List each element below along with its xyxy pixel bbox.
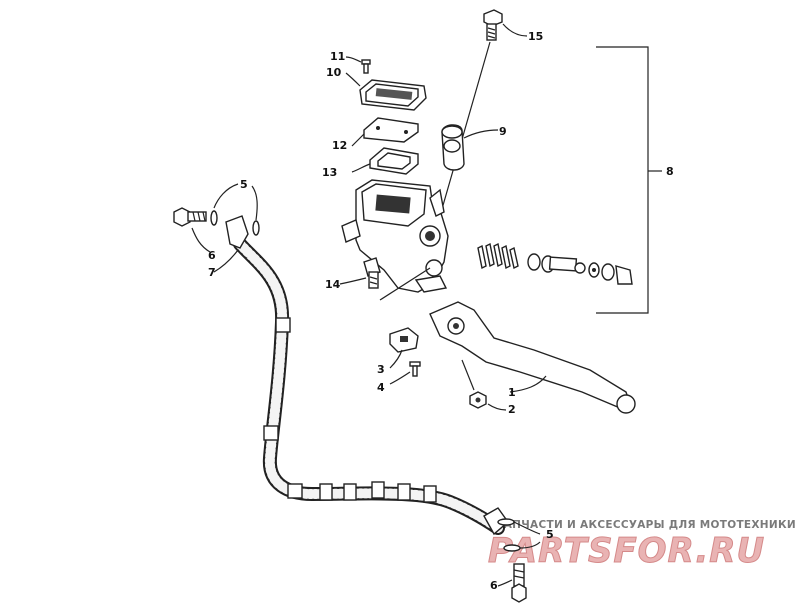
nut-part-2: [469, 391, 507, 411]
callout-6-upper: 6: [208, 249, 216, 262]
callout-labels: 15 11 10 9 12 13 8 5 6 7 14 3 4 1 2 5 6: [208, 30, 674, 592]
bushing-part-9: [441, 124, 499, 171]
callout-12: 12: [332, 139, 347, 152]
callout-8: 8: [666, 165, 674, 178]
group-bracket-8: [596, 46, 662, 314]
callout-13: 13: [322, 166, 337, 179]
callout-10: 10: [326, 66, 342, 79]
callout-15: 15: [528, 30, 543, 43]
banjo-bolt-part-6-lower: [497, 563, 527, 603]
callout-4: 4: [377, 381, 385, 394]
callout-3: 3: [377, 363, 385, 376]
callout-5-upper: 5: [240, 178, 248, 191]
callout-6-lower: 6: [490, 579, 498, 592]
watermark-tagline: ЗАПЧАСТИ И АКСЕССУАРЫ ДЛЯ МОТОТЕХНИКИ: [496, 519, 796, 531]
banjo-bolt-part-6-upper: [173, 207, 211, 253]
callout-2: 2: [508, 403, 516, 416]
callout-7: 7: [208, 266, 216, 279]
brake-hose-part-7: [213, 215, 509, 536]
callout-9: 9: [499, 125, 507, 138]
screw-part-11: [345, 56, 371, 74]
banjo-bolt-part-14: [339, 257, 431, 301]
washer-part-5-lower: [497, 518, 541, 552]
diaphragm-part-13: [351, 147, 419, 175]
washer-part-5-upper: [210, 183, 260, 236]
callout-1: 1: [508, 386, 516, 399]
watermark-brand: PARTSFOR.RU: [488, 531, 765, 571]
switch-part-3: [389, 327, 419, 369]
bolt-part-15: [483, 9, 528, 41]
brake-lever-part-1: [429, 301, 636, 414]
plate-part-12: [351, 117, 419, 147]
master-cylinder-body: [341, 179, 449, 293]
callout-11: 11: [330, 50, 345, 63]
reservoir-cap-part-10: [345, 72, 427, 111]
callout-14: 14: [325, 278, 341, 291]
watermark: ЗАПЧАСТИ И АКСЕССУАРЫ ДЛЯ МОТОТЕХНИКИ PA…: [488, 519, 796, 572]
screw-part-4: [389, 361, 421, 385]
callout-5-lower: 5: [546, 528, 554, 541]
piston-kit: [477, 242, 633, 285]
